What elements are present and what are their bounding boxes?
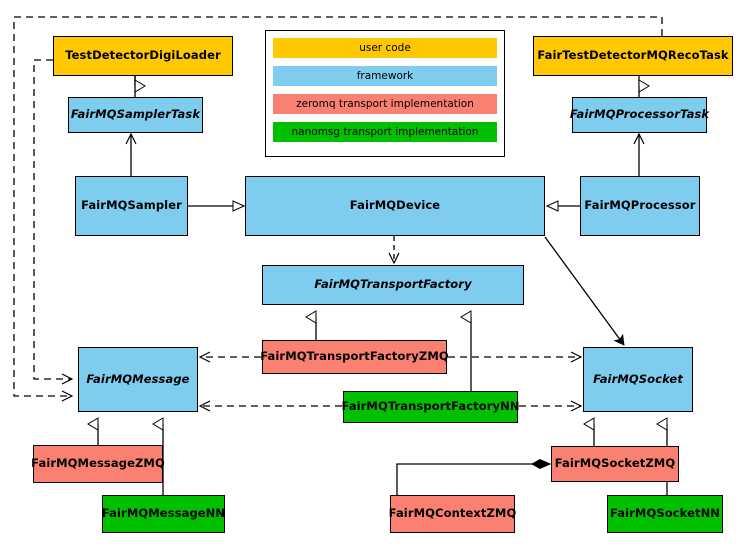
class-node-fairtestdetectormqrecotask[interactable]: FairTestDetectorMQRecoTask	[533, 36, 733, 76]
class-node-fairmqmessage[interactable]: FairMQMessage	[78, 347, 198, 412]
legend-row-user-code: user code	[273, 38, 497, 58]
class-node-fairmqdevice[interactable]: FairMQDevice	[245, 176, 545, 236]
legend-row-nanomsg: nanomsg transport implementation	[273, 122, 497, 142]
edge-device-socket	[544, 236, 625, 346]
class-node-fairmqtransportfactorynn[interactable]: FairMQTransportFactoryNN	[341, 391, 519, 423]
class-node-fairmqcontextzmq[interactable]: FairMQContextZMQ	[389, 495, 516, 533]
class-node-fairmqsocket[interactable]: FairMQSocket	[583, 347, 693, 412]
class-node-fairmqprocessortask[interactable]: FairMQProcessorTask	[570, 97, 709, 133]
class-node-fairmqsocketzmq[interactable]: FairMQSocketZMQ	[551, 446, 679, 482]
class-node-fairmqtransportfactoryzmq[interactable]: FairMQTransportFactoryZMQ	[260, 340, 449, 374]
class-node-fairmqsamplertask[interactable]: FairMQSamplerTask	[68, 97, 203, 133]
legend-row-zeromq: zeromq transport implementation	[273, 94, 497, 114]
class-node-fairmqtransportfactory[interactable]: FairMQTransportFactory	[262, 265, 524, 305]
legend-row-framework: framework	[273, 66, 497, 86]
edge-contextzmq-socketzmq	[396, 464, 550, 495]
class-node-fairmqsampler[interactable]: FairMQSampler	[75, 176, 188, 236]
class-node-fairmqsocketnn[interactable]: FairMQSocketNN	[607, 495, 723, 533]
class-node-fairmqmessagezmq[interactable]: FairMQMessageZMQ	[31, 445, 165, 483]
legend-panel: user code framework zeromq transport imp…	[265, 30, 505, 157]
class-node-fairmqmessagenn[interactable]: FairMQMessageNN	[102, 495, 225, 533]
edge-digiloader-message	[33, 59, 72, 379]
edge-recotask-message	[13, 16, 663, 396]
class-node-testdetectordigiloader[interactable]: TestDetectorDigiLoader	[53, 36, 233, 76]
class-node-fairmqprocessor[interactable]: FairMQProcessor	[580, 176, 700, 236]
